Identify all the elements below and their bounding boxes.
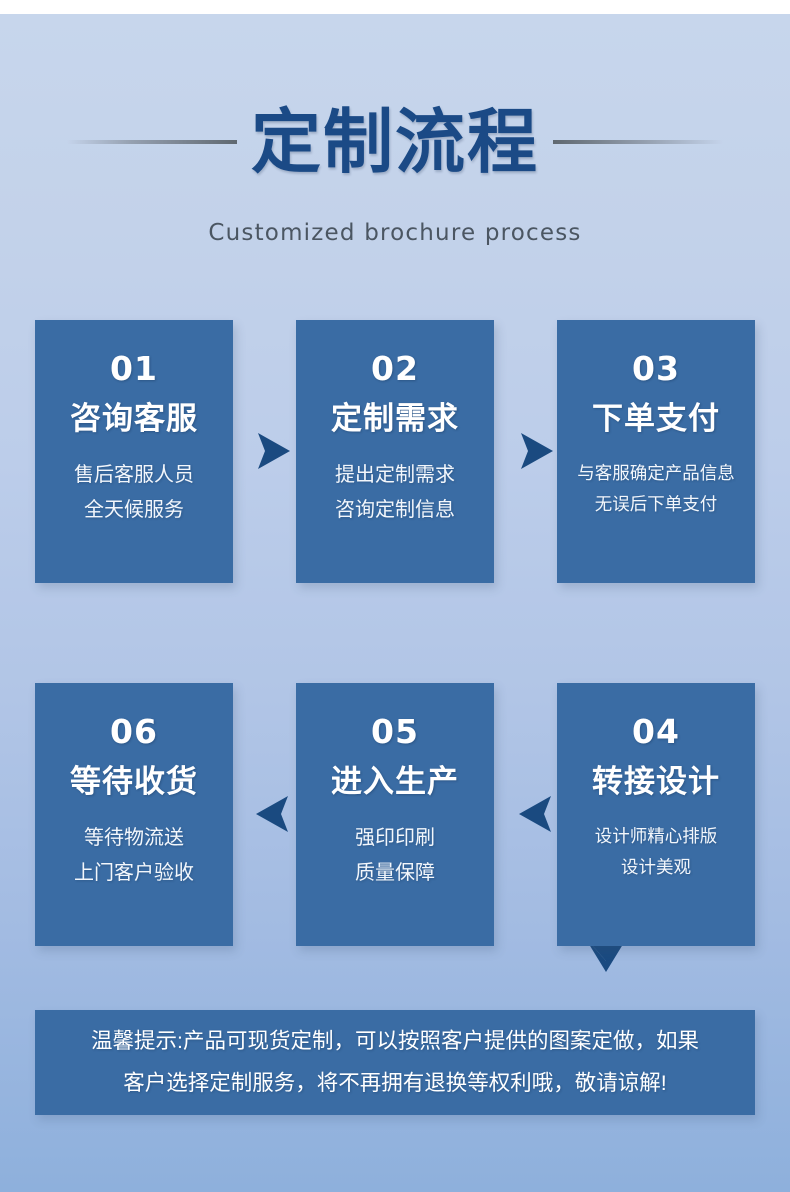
arrow-right-icon [250,428,296,474]
step-card-03[interactable]: 03 下单支付 与客服确定产品信息 无误后下单支付 [557,320,755,583]
step-description-line-1: 与客服确定产品信息 [577,463,735,483]
step-number: 01 [110,349,158,388]
background-gradient [0,14,790,1192]
step-title: 咨询客服 [70,401,198,436]
step-number: 03 [632,349,680,388]
step-description-line-1: 售后客服人员 [74,464,194,486]
notice-line-1: 温馨提示:产品可现货定制，可以按照客户提供的图案定做，如果 [91,1028,699,1053]
step-title: 定制需求 [331,401,459,436]
step-description-line-1: 提出定制需求 [335,464,455,486]
notice-line-2: 客户选择定制服务，将不再拥有退换等权利哦，敬请谅解! [123,1070,667,1095]
step-description: 与客服确定产品信息 无误后下单支付 [577,458,735,519]
step-title: 等待收货 [70,764,198,799]
page-title: 定制流程 [251,103,539,181]
arrow-left-icon [513,791,559,837]
step-description-line-2: 全天候服务 [84,499,184,521]
step-title: 下单支付 [592,401,720,436]
title-divider-left-icon [67,140,237,144]
step-description: 等待物流送 上门客户验收 [74,821,194,891]
step-number: 05 [371,712,419,751]
step-description-line-2: 无误后下单支付 [594,493,718,514]
step-card-05[interactable]: 05 进入生产 强印印刷 质量保障 [296,683,494,946]
step-description-line-2: 上门客户验收 [74,862,194,884]
title-row: 定制流程 [0,92,790,192]
step-description-line-2: 咨询定制信息 [335,499,455,521]
header-section: 定制流程 Customized brochure process [0,92,790,282]
step-description-line-1: 设计师精心排版 [594,826,718,846]
step-description: 提出定制需求 咨询定制信息 [335,458,455,528]
step-description: 设计师精心排版 设计美观 [595,821,718,882]
step-description-line-2: 质量保障 [355,862,435,884]
step-card-04[interactable]: 04 转接设计 设计师精心排版 设计美观 [557,683,755,946]
step-title: 进入生产 [331,764,459,799]
step-card-06[interactable]: 06 等待收货 等待物流送 上门客户验收 [35,683,233,946]
step-description-line-2: 设计美观 [621,856,691,877]
step-description: 强印印刷 质量保障 [355,821,435,891]
step-card-01[interactable]: 01 咨询客服 售后客服人员 全天候服务 [35,320,233,583]
step-title: 转接设计 [592,764,720,799]
steps-row-top: 01 咨询客服 售后客服人员 全天候服务 02 定制需求 提出定制需求 咨询定制… [35,320,755,583]
steps-section: 01 咨询客服 售后客服人员 全天候服务 02 定制需求 提出定制需求 咨询定制… [0,320,790,972]
step-description: 售后客服人员 全天候服务 [74,458,194,528]
step-description-line-1: 等待物流送 [84,827,184,849]
page-subtitle: Customized brochure process [208,220,582,246]
step-description-line-1: 强印印刷 [355,827,435,849]
step-number: 04 [632,712,680,751]
step-number: 02 [371,349,419,388]
arrow-left-icon [250,791,296,837]
notice-banner: 温馨提示:产品可现货定制，可以按照客户提供的图案定做，如果 客户选择定制服务，将… [35,1010,755,1115]
arrow-right-icon [513,428,559,474]
title-divider-right-icon [553,140,723,144]
steps-row-bottom: 06 等待收货 等待物流送 上门客户验收 05 进入生产 强印印刷 质量保障 [35,683,755,946]
step-number: 06 [110,712,158,751]
step-card-02[interactable]: 02 定制需求 提出定制需求 咨询定制信息 [296,320,494,583]
